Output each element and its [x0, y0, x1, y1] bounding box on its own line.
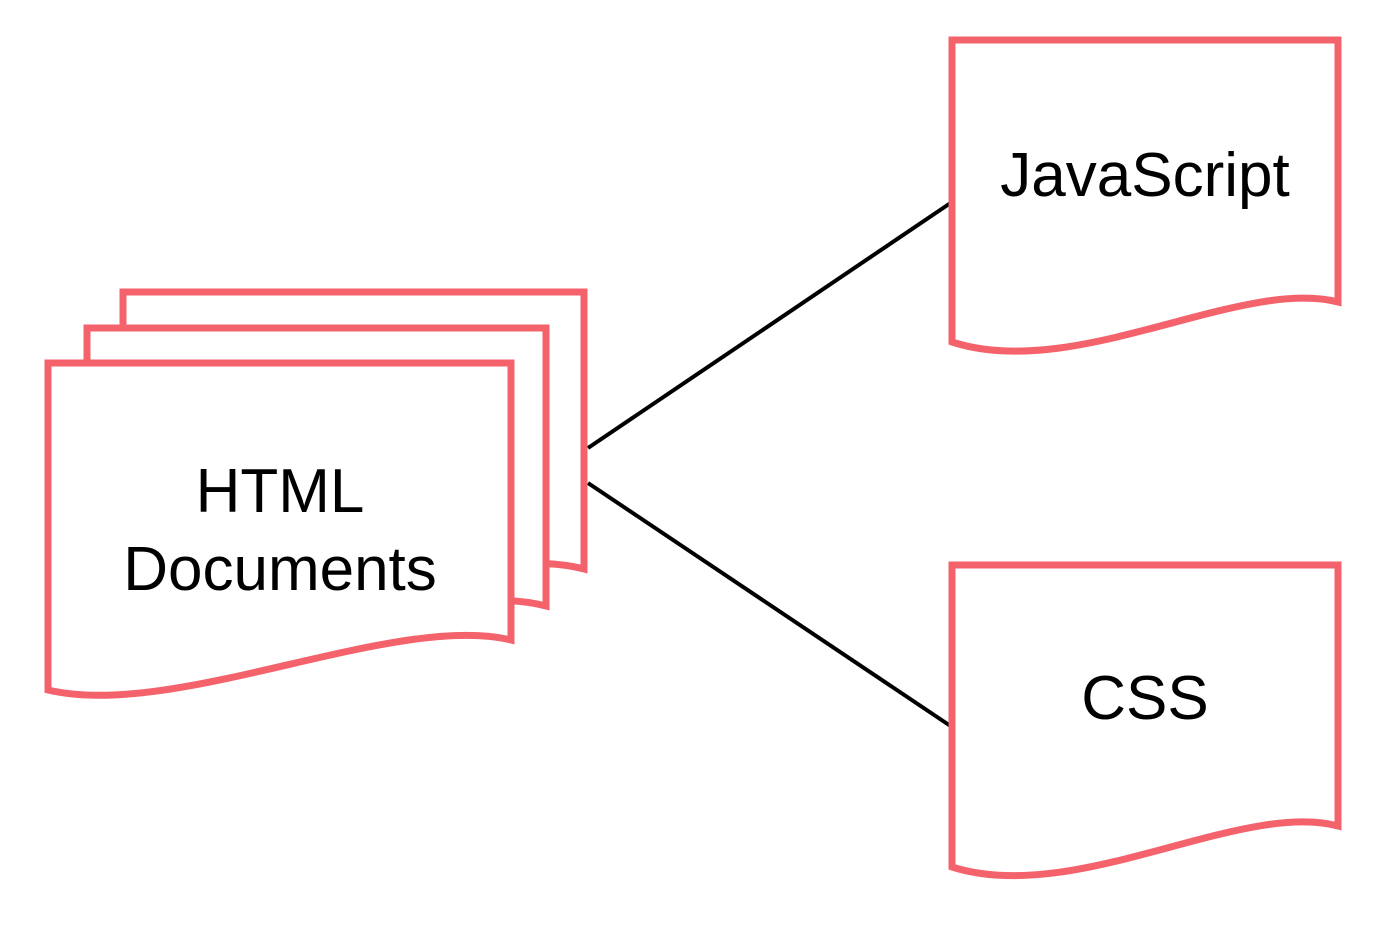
edge-html-documents-css [586, 481, 954, 729]
html-documents-label-line-2: Documents [123, 535, 437, 604]
html-documents-label-line-1: HTML [196, 457, 365, 526]
javascript-node [948, 36, 1342, 355]
css-node [948, 561, 1342, 880]
html-documents-node-front-page [44, 359, 515, 699]
css-label: CSS [1081, 664, 1208, 733]
edge-html-documents-javascript [586, 200, 954, 450]
javascript-label: JavaScript [1000, 141, 1289, 210]
